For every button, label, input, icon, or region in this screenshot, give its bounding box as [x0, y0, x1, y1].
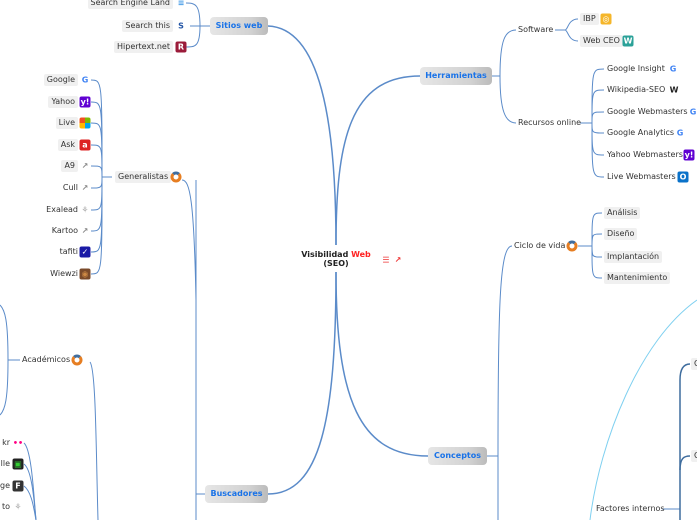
google-icon: G	[689, 107, 697, 117]
f-logo-icon: F	[12, 480, 24, 492]
software-item[interactable]: IBP	[580, 13, 599, 25]
connector	[591, 245, 603, 258]
generalistas-item[interactable]: Google	[43, 74, 78, 86]
ibp-icon: ◎	[600, 13, 612, 25]
sitios-item[interactable]: Search Engine Land	[87, 0, 173, 9]
sitios-item[interactable]: Search this	[122, 20, 173, 32]
buscadores-item[interactable]: ge	[0, 481, 10, 490]
software-item[interactable]: Web CEO	[580, 35, 623, 47]
academicos-node[interactable]: Académicos	[22, 355, 71, 364]
connector	[591, 245, 603, 279]
root-node[interactable]: Visibilidad Web(SEO)	[296, 250, 376, 268]
yahoo-icon: y!	[683, 149, 695, 161]
buscadores-item[interactable]: to	[1, 502, 10, 511]
connector	[591, 89, 605, 124]
ciclo-item[interactable]: Análisis	[604, 207, 641, 219]
ciclo-item[interactable]: Diseño	[604, 228, 638, 240]
external-link-icon: ↗	[81, 226, 89, 236]
connector	[90, 165, 103, 178]
external-link-icon: ↗	[81, 161, 89, 171]
exalead-icon: ⚘	[81, 205, 89, 215]
webceo-icon: W	[622, 35, 634, 47]
google-icon: G	[669, 64, 677, 74]
ciclo-de-vida-node[interactable]: Ciclo de vida	[514, 241, 566, 250]
connector	[90, 122, 103, 178]
generalistas-item[interactable]: Exalead	[46, 205, 78, 214]
recursos-item[interactable]: Wikipedia-SEO	[607, 85, 666, 94]
outlook-icon: O	[677, 171, 689, 183]
search-engine-land-icon: ≡	[177, 0, 185, 8]
sitios-item[interactable]: Hipertext.net	[114, 41, 173, 53]
connector	[90, 144, 103, 178]
root-subtitle: (SEO)	[323, 259, 349, 268]
root-title: Visibilidad	[301, 250, 349, 259]
google-icon: G	[676, 128, 684, 138]
google-icon: G	[81, 75, 89, 85]
generalistas-item[interactable]: Ask	[57, 139, 78, 151]
generalistas-item[interactable]: Cull	[62, 183, 78, 192]
generalistas-node[interactable]: Generalistas	[115, 171, 172, 183]
ask-icon: a	[79, 139, 91, 151]
hipertext-r-icon: R	[175, 41, 187, 53]
buscadores-item[interactable]: lle	[0, 459, 10, 468]
yahoo-icon: y!	[79, 96, 91, 108]
wikipedia-icon: W	[669, 85, 679, 95]
buscadores-item[interactable]: kr	[2, 438, 10, 447]
generalistas-item[interactable]: A9	[61, 160, 78, 172]
ciclo-item[interactable]: Mantenimiento	[604, 272, 671, 284]
factores-child[interactable]: C	[691, 450, 697, 462]
recursos-item[interactable]: Yahoo Webmasters	[607, 150, 683, 159]
green-image-icon: ▣	[12, 458, 24, 470]
root-title-accent: Web	[351, 250, 371, 259]
connector	[591, 68, 605, 124]
connector	[591, 111, 605, 124]
s-logo-icon: S	[178, 21, 184, 31]
connector	[591, 122, 605, 134]
collapse-toggle-icon[interactable]	[71, 354, 83, 366]
connector	[591, 233, 603, 247]
flickr-icon: ••	[12, 438, 24, 448]
list-icon[interactable]: ☰	[382, 255, 390, 265]
generalistas-item[interactable]: Yahoo	[48, 96, 78, 108]
ciclo-item[interactable]: Implantación	[604, 251, 663, 263]
recursos-item[interactable]: Google Analytics	[607, 128, 675, 137]
connector	[591, 122, 605, 156]
generalistas-item[interactable]: Live	[55, 117, 78, 129]
connector	[591, 212, 603, 247]
connector	[90, 176, 103, 232]
external-link-icon[interactable]: ↗	[394, 255, 402, 265]
connector	[90, 176, 103, 275]
tafiti-icon: ✓	[79, 246, 91, 258]
generalistas-item[interactable]: Kartoo	[51, 226, 78, 235]
branch-herramientas[interactable]: Herramientas	[420, 67, 492, 85]
connector	[591, 122, 605, 178]
branch-conceptos[interactable]: Conceptos	[428, 447, 487, 465]
branch-sitios-web[interactable]: Sitios web	[210, 17, 268, 35]
generalistas-item[interactable]: tafiti	[59, 247, 78, 256]
factores-internos-node[interactable]: Factores internos	[596, 504, 665, 513]
connector	[90, 176, 103, 189]
recursos-item[interactable]: Google Webmasters	[607, 107, 688, 116]
recursos-item[interactable]: Google Insight	[607, 64, 665, 73]
factores-child[interactable]: C	[691, 358, 697, 370]
exalead-icon: ⚘	[14, 502, 22, 512]
wiewzi-icon: ◉	[79, 268, 91, 280]
recursos-online-node[interactable]: Recursos online	[518, 118, 582, 127]
collapse-toggle-icon[interactable]	[566, 240, 578, 252]
generalistas-item[interactable]: Wiewzi	[50, 269, 78, 278]
connector	[90, 176, 103, 211]
software-node[interactable]: Software	[518, 25, 554, 34]
external-link-icon: ↗	[81, 183, 89, 193]
branch-buscadores[interactable]: Buscadores	[205, 485, 268, 503]
recursos-item[interactable]: Live Webmasters	[607, 172, 676, 181]
microsoft-icon	[79, 117, 91, 129]
collapse-toggle-icon[interactable]	[170, 171, 182, 183]
